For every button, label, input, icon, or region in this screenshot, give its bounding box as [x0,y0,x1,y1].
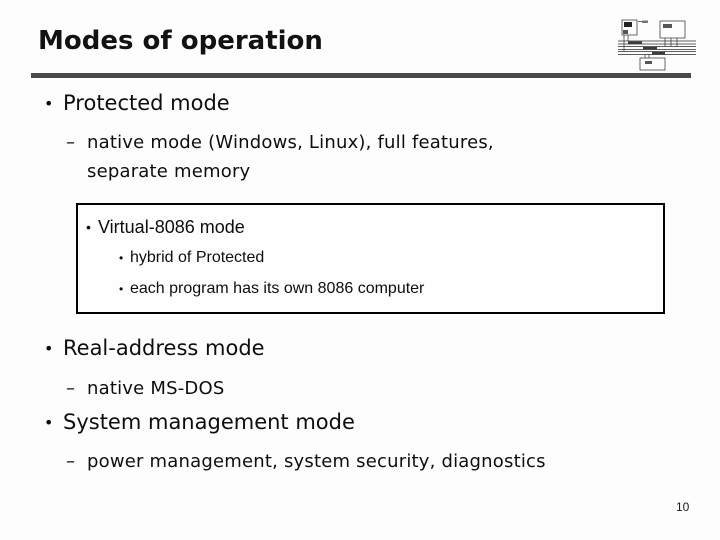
sub-bullet-label: power management, system security, diagn… [87,451,546,472]
page-number: 10 [676,500,690,514]
bullet-icon: • [119,282,124,296]
bullet-real-address-mode: • Real-address mode [44,336,265,361]
sub-bullet-hybrid: • hybrid of Protected [119,248,264,268]
bullet-icon: • [44,339,54,358]
bullet-icon: • [86,219,91,235]
bullet-label: Protected mode [63,91,230,115]
bullet-protected-mode: • Protected mode [44,91,230,116]
bullet-system-management-mode: • System management mode [44,410,355,435]
sub-bullet-label: native mode (Windows, Linux), full featu… [87,132,494,182]
virtual-8086-callout-box: • Virtual-8086 mode • hybrid of Protecte… [76,203,665,314]
bullet-label: Virtual-8086 mode [98,217,245,237]
bullet-icon: • [44,413,54,432]
dash-icon: – [66,132,76,153]
sub-bullet-power-management: – power management, system security, dia… [66,447,546,476]
title-divider [31,73,691,78]
slide-title: Modes of operation [38,26,323,56]
bullet-icon: • [119,251,124,265]
sub-bullet-ms-dos: – native MS-DOS [66,374,224,403]
sub-bullet-own-8086: • each program has its own 8086 computer [119,279,424,299]
sub-bullet-label: native MS-DOS [87,378,225,399]
bullet-label: System management mode [63,410,355,434]
computer-architecture-diagram-icon [618,19,696,71]
dash-icon: – [66,378,76,399]
bullet-label: Real-address mode [63,336,265,360]
sub-bullet-native-mode: – native mode (Windows, Linux), full fea… [66,128,565,186]
sub-bullet-label: hybrid of Protected [130,249,265,266]
bullet-icon: • [44,94,54,113]
sub-bullet-label: each program has its own 8086 computer [130,280,425,297]
bullet-virtual-8086-mode: • Virtual-8086 mode [86,216,245,238]
dash-icon: – [66,451,76,472]
